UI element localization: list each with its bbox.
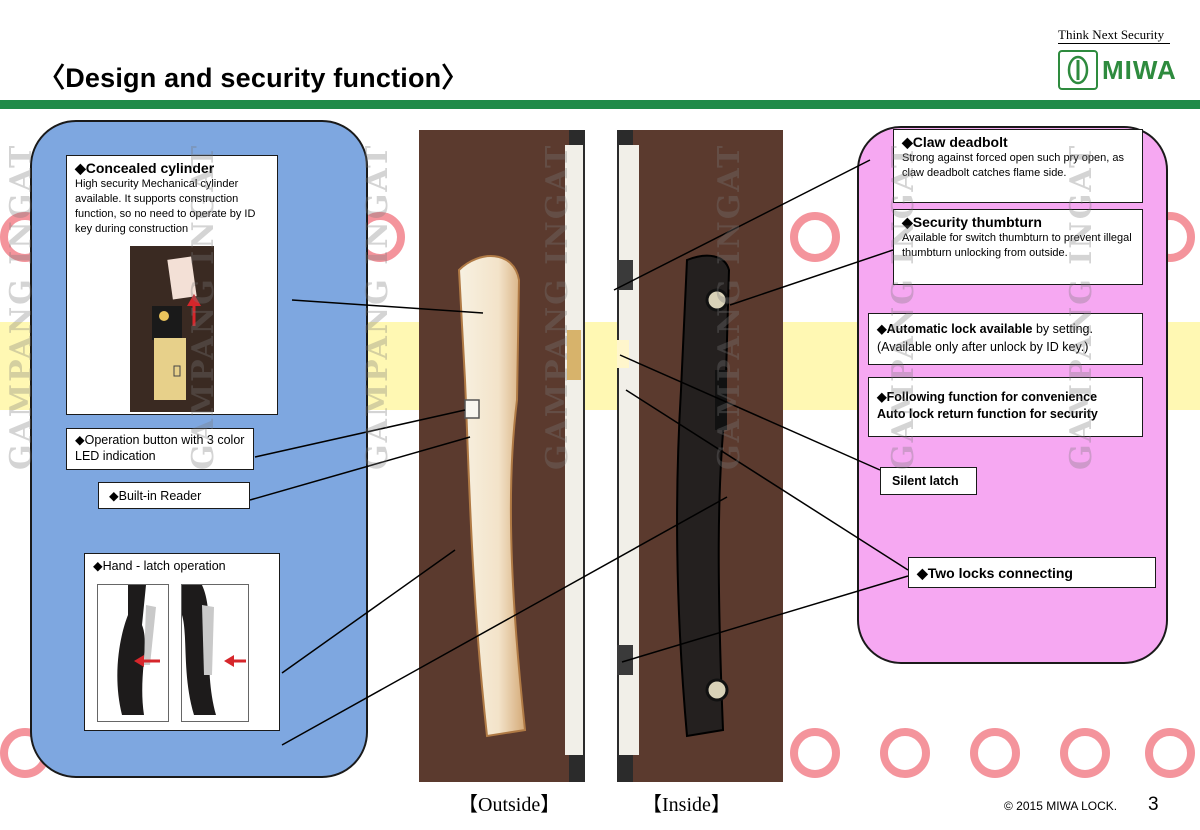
watermark-logo-icon xyxy=(880,728,930,778)
watermark-text: GAMPANG INGAT xyxy=(360,143,395,470)
security-thumbturn-callout: ◆Security thumbturn Available for switch… xyxy=(893,209,1143,285)
claw-deadbolt-callout: ◆Claw deadbolt Strong against forced ope… xyxy=(893,129,1143,203)
miwa-logo: MIWA xyxy=(1058,50,1176,90)
operation-button-callout: ◆Operation button with 3 color LED indic… xyxy=(66,428,254,470)
outside-door-photo xyxy=(419,130,585,782)
concealed-cylinder-callout: ◆Concealed cylinder High security Mechan… xyxy=(66,155,278,415)
built-in-reader-callout: ◆Built-in Reader xyxy=(98,482,250,509)
watermark-logo-icon xyxy=(1060,728,1110,778)
callout-text: ◆Built-in Reader xyxy=(109,489,202,503)
callout-text: ◆Two locks connecting xyxy=(917,565,1073,581)
callout-text: by setting. xyxy=(1032,322,1093,336)
page-number: 3 xyxy=(1148,794,1159,815)
watermark-text: GAMPANG INGAT xyxy=(886,143,921,470)
following-function-callout: ◆Following function for convenience Auto… xyxy=(868,377,1143,437)
callout-heading: ◆Security thumbturn xyxy=(902,214,1042,230)
callout-text: ◆Hand - latch operation xyxy=(93,559,226,573)
cylinder-photo xyxy=(130,246,214,412)
watermark-logo-icon xyxy=(790,212,840,262)
inside-door-photo xyxy=(617,130,783,782)
watermark-text: GAMPANG INGAT xyxy=(186,143,221,470)
callout-line-2: Auto lock return function for security xyxy=(877,407,1098,421)
tagline-divider xyxy=(1058,43,1170,44)
page-title: 〈Design and security function〉 xyxy=(38,63,469,93)
silent-latch-callout: Silent latch xyxy=(880,467,977,495)
callout-text: Silent latch xyxy=(892,474,959,488)
hand-latch-photo-2 xyxy=(181,584,249,722)
hand-latch-callout: ◆Hand - latch operation xyxy=(84,553,280,731)
watermark-text: GAMPANG INGAT xyxy=(1064,143,1099,470)
outside-caption: 【Outside】 xyxy=(458,794,561,816)
tagline: Think Next Security xyxy=(1058,27,1165,42)
watermark-logo-icon xyxy=(970,728,1020,778)
callout-description: Available for switch thumbturn to preven… xyxy=(902,232,1132,259)
watermark-logo-icon xyxy=(790,728,840,778)
callout-line-1: ◆Automatic lock available by setting. xyxy=(877,320,1134,338)
watermark-text: GAMPANG INGAT xyxy=(540,143,575,470)
two-locks-callout: ◆Two locks connecting xyxy=(908,557,1156,588)
callout-description: High security Mechanical cylinder availa… xyxy=(75,178,256,235)
hand-latch-photo-1 xyxy=(97,584,169,722)
callout-description: Strong against forced open such pry open… xyxy=(902,152,1124,179)
callout-text: ◆Operation button with 3 color LED indic… xyxy=(75,433,245,463)
callout-emphasis: ◆Automatic lock available xyxy=(877,322,1033,336)
inside-caption: 【Inside】 xyxy=(642,794,731,816)
callout-heading: ◆Concealed cylinder xyxy=(75,160,215,176)
miwa-emblem-icon xyxy=(1058,50,1098,90)
watermark-text: GAMPANG INGAT xyxy=(712,143,747,470)
copyright: © 2015 MIWA LOCK. xyxy=(1004,799,1118,813)
automatic-lock-callout: ◆Automatic lock available by setting. (A… xyxy=(868,313,1143,365)
callout-heading: ◆Claw deadbolt xyxy=(902,134,1008,150)
watermark-text: GAMPANG INGAT xyxy=(4,143,39,470)
header-divider xyxy=(0,100,1200,109)
logo-wordmark: MIWA xyxy=(1102,55,1177,85)
watermark-logo-icon xyxy=(1145,728,1195,778)
callout-line-2: (Available only after unlock by ID key.) xyxy=(877,340,1089,354)
callout-line-1: ◆Following function for convenience xyxy=(877,390,1098,404)
